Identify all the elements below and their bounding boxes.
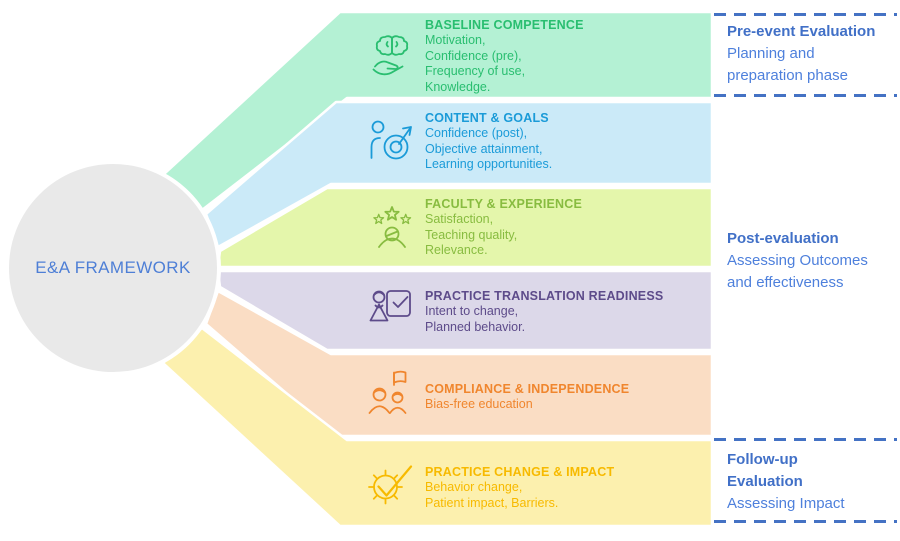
phase-title-line: Pre-event Evaluation <box>727 23 876 40</box>
band-line: Behavior change, <box>425 480 523 494</box>
brain-in-hand-icon <box>372 35 409 76</box>
person-target-icon <box>370 120 412 160</box>
band-line: Confidence (post), <box>425 126 528 140</box>
phase-subtitle-line: preparation phase <box>727 67 848 84</box>
band-baseline-competence: BASELINE COMPETENCE Motivation, Confiden… <box>425 17 710 95</box>
phase-title-line: Follow-up <box>727 451 798 468</box>
band-title: CONTENT & GOALS <box>425 111 549 125</box>
phase-post-evaluation: Post-evaluation Assessing Outcomes and e… <box>727 228 900 294</box>
band-title: BASELINE COMPETENCE <box>425 18 584 32</box>
phase-follow-up: Follow-up Evaluation Assessing Impact <box>727 449 900 515</box>
gear-check-icon <box>368 465 413 505</box>
phase-subtitle-line: Assessing Impact <box>727 495 845 512</box>
band-line: Bias-free education <box>425 397 533 411</box>
band-shape-compliance-independence <box>204 289 714 438</box>
band-line: Objective attainment, <box>425 141 543 156</box>
band-title: FACULTY & EXPERIENCE <box>425 197 583 211</box>
hub-label: E&A FRAMEWORK <box>35 258 191 277</box>
band-line: Learning opportunities. <box>425 157 553 171</box>
band-practice-change: PRACTICE CHANGE & IMPACT Behavior change… <box>425 464 710 511</box>
band-title: COMPLIANCE & INDEPENDENCE <box>425 382 630 396</box>
band-content-goals: CONTENT & GOALS Confidence (post), Objec… <box>425 110 710 173</box>
phase-pre-event: Pre-event Evaluation Planning and prepar… <box>727 21 900 87</box>
band-line: Intent to change, <box>425 304 519 318</box>
phase-title-line: Evaluation <box>727 473 803 490</box>
band-title: PRACTICE CHANGE & IMPACT <box>425 465 615 479</box>
band-practice-translation: PRACTICE TRANSLATION READINESS Intent to… <box>425 288 710 335</box>
band-line: Motivation, <box>425 33 486 47</box>
band-line: Teaching quality, <box>425 227 518 242</box>
phase-subtitle-line: Planning and <box>727 45 815 62</box>
band-title: PRACTICE TRANSLATION READINESS <box>425 289 664 303</box>
band-compliance-independence: COMPLIANCE & INDEPENDENCE Bias-free educ… <box>425 381 710 413</box>
presenter-checklist-icon <box>369 290 411 322</box>
band-faculty-experience: FACULTY & EXPERIENCE Satisfaction, Teach… <box>425 196 710 259</box>
band-line: Knowledge. <box>425 79 491 94</box>
phase-subtitle-line: and effectiveness <box>727 274 844 291</box>
band-line: Patient impact, Barriers. <box>425 495 559 510</box>
band-line: Frequency of use, <box>425 64 526 78</box>
band-line: Relevance. <box>425 243 488 257</box>
band-line: Satisfaction, <box>425 212 494 226</box>
people-flag-icon <box>368 370 407 414</box>
band-line: Planned behavior. <box>425 319 526 334</box>
person-stars-icon <box>373 206 412 248</box>
phase-title-line: Post-evaluation <box>727 230 839 247</box>
band-line: Confidence (pre), <box>425 48 522 63</box>
phase-subtitle-line: Assessing Outcomes <box>727 252 868 269</box>
hub-circle <box>5 160 221 376</box>
